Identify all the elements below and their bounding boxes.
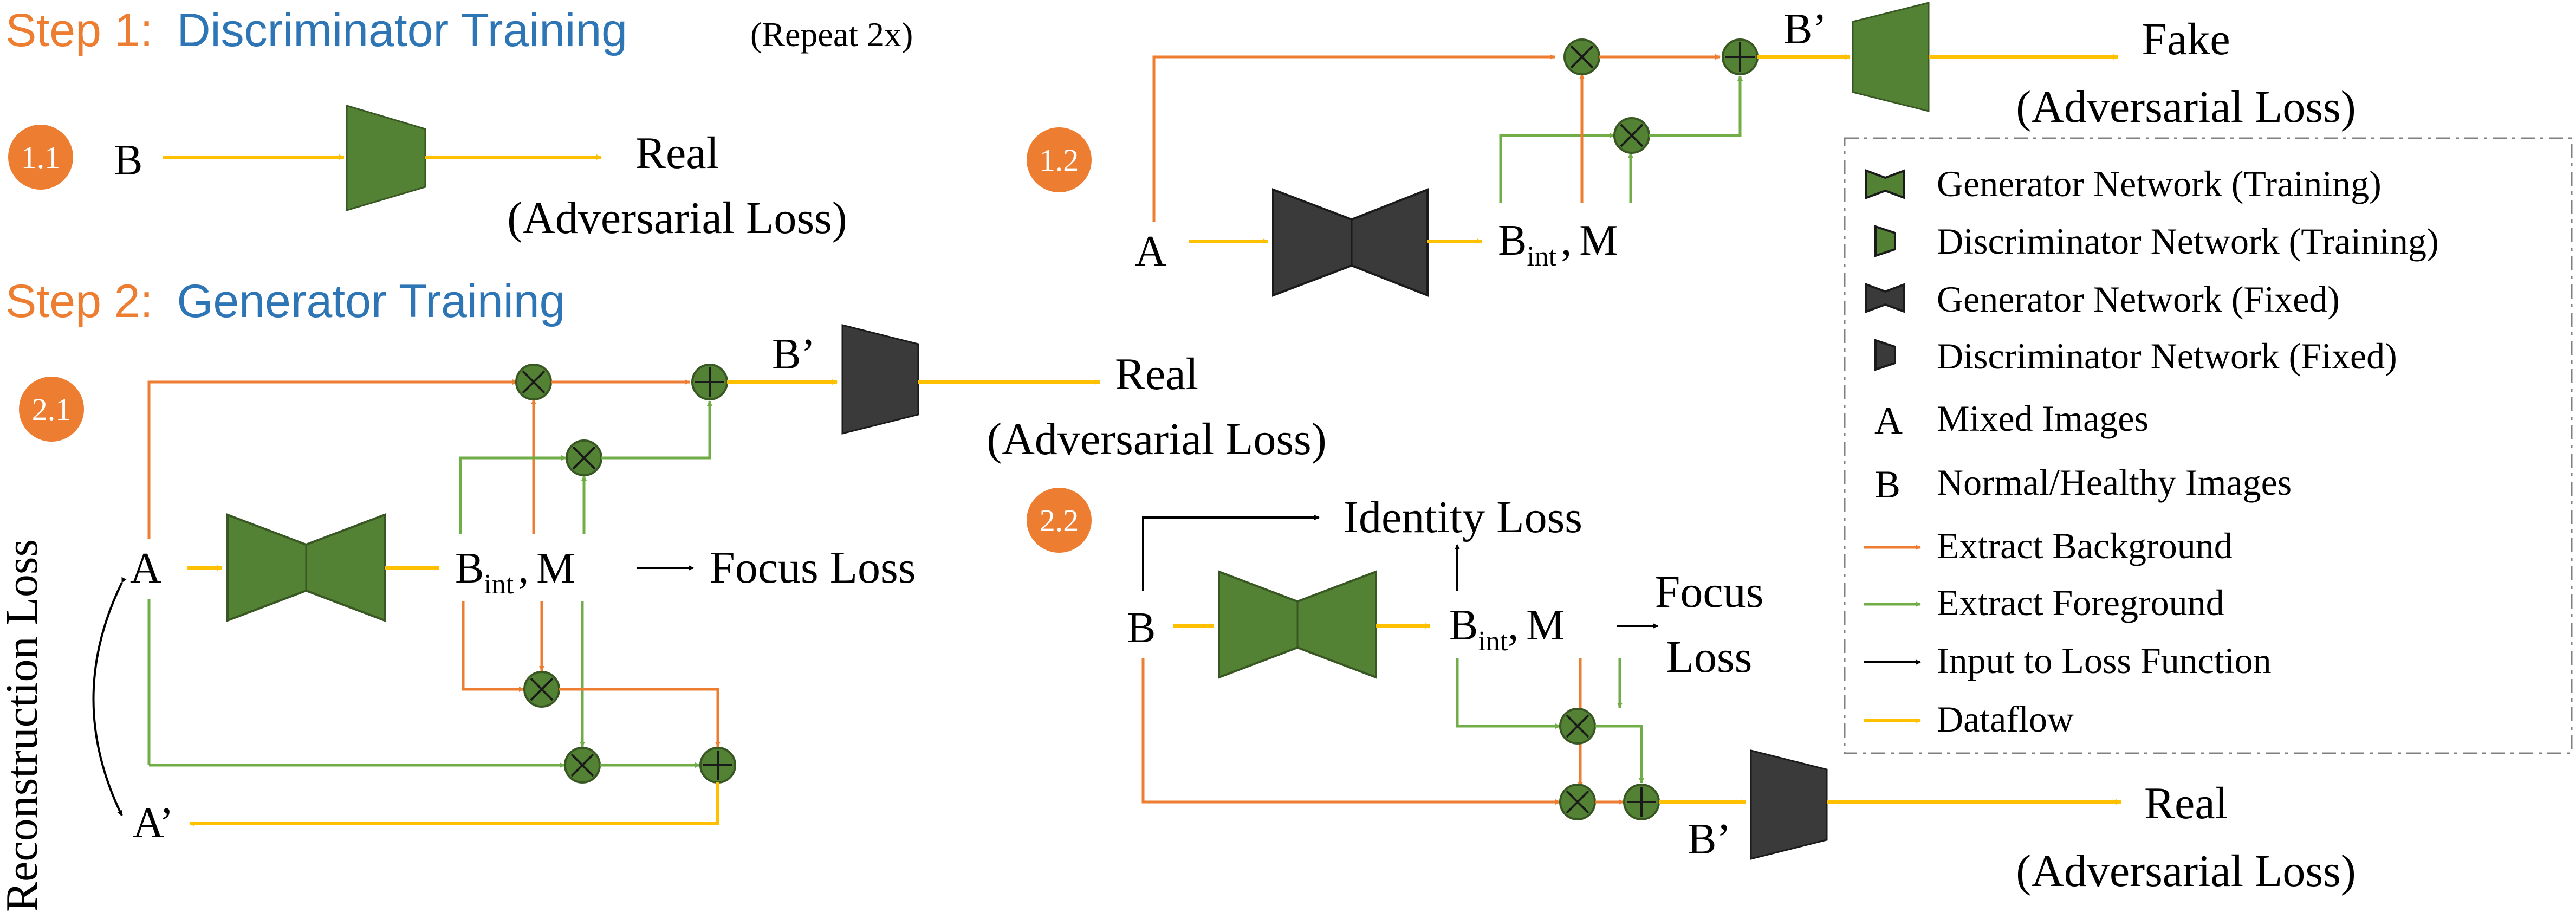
multiply-op-icon (564, 747, 601, 784)
legend-item-input-to-loss: Input to Loss Function (1864, 640, 2272, 681)
multiply-op-icon (523, 671, 560, 708)
a-prime-label: A’ (133, 799, 174, 847)
multiply-op-icon (1559, 708, 1596, 745)
legend-item-mixed-images: A Mixed Images (1874, 398, 2149, 442)
step2-header: Step 2: Generator Training (5, 275, 566, 327)
output-real: Real (1115, 349, 1198, 399)
reconstruction-loss-label: Reconstruction Loss (0, 539, 47, 912)
legend-item-discriminator-fixed: Discriminator Network (Fixed) (1874, 335, 2397, 377)
legend-item-extract-foreground: Extract Foreground (1864, 582, 2224, 623)
svg-text:Generator Network (Fixed): Generator Network (Fixed) (1937, 279, 2340, 320)
multiply-op-icon (1613, 117, 1650, 154)
b-prime-label: B’ (1688, 816, 1731, 863)
generator-icon (1272, 188, 1429, 297)
svg-text:Generator Network (Training): Generator Network (Training) (1937, 163, 2382, 204)
panel-2-2: B Identity Loss Bint,M Focus Loss (1127, 492, 2356, 896)
svg-text:B: B (1874, 463, 1900, 506)
svg-text:Mixed Images: Mixed Images (1937, 398, 2149, 439)
panel-1-2: A Bint,M B’ Fake (Adversarial Loss) (1135, 2, 2356, 297)
legend-border (1844, 137, 2573, 754)
step2-title: Generator Training (177, 275, 565, 327)
badge-2-1: 2.1 (19, 377, 84, 442)
legend: Generator Network (Training) Discriminat… (1844, 137, 2573, 754)
discriminator-icon (1852, 2, 1930, 112)
legend-item-dataflow: Dataflow (1864, 698, 2074, 740)
multiply-op-icon (515, 364, 552, 400)
legend-item-extract-background: Extract Background (1864, 525, 2233, 566)
input-a: A (130, 545, 161, 592)
panel-1-1: B Real (Adversarial Loss) (114, 104, 847, 243)
b-prime-label: B’ (772, 331, 815, 378)
focus-loss-label: Focus Loss (710, 542, 916, 593)
focus-label: Focus (1655, 567, 1764, 617)
discriminator-icon (1874, 339, 1896, 371)
add-op-icon (1722, 38, 1759, 75)
discriminator-icon (1750, 749, 1828, 860)
adversarial-loss-label: (Adversarial Loss) (2016, 846, 2356, 896)
svg-text:1.2: 1.2 (1040, 143, 1079, 178)
step1-header: Step 1: Discriminator Training (5, 4, 627, 56)
discriminator-icon (1874, 225, 1896, 257)
discriminator-icon (346, 104, 426, 212)
svg-text:Discriminator Network (Fixed): Discriminator Network (Fixed) (1937, 335, 2397, 377)
svg-text:2.1: 2.1 (32, 392, 72, 427)
svg-text:2.2: 2.2 (1040, 503, 1079, 538)
panel-2-1: A Bint,M Focus Loss B’ R (0, 324, 1327, 912)
adversarial-loss-label: (Adversarial Loss) (987, 414, 1326, 464)
add-op-icon (1623, 784, 1660, 820)
legend-item-discriminator-training: Discriminator Network (Training) (1874, 221, 2439, 262)
svg-text:Dataflow: Dataflow (1937, 698, 2074, 740)
input-b: B (1127, 604, 1156, 652)
svg-text:1.1: 1.1 (21, 140, 61, 175)
adversarial-loss-label: (Adversarial Loss) (2016, 82, 2356, 132)
svg-text:Extract Background: Extract Background (1937, 525, 2233, 566)
identity-loss-label: Identity Loss (1344, 492, 1582, 542)
multiply-op-icon (1559, 784, 1596, 820)
generator-icon (1865, 283, 1905, 313)
multiply-op-icon (1563, 38, 1600, 75)
add-op-icon (699, 747, 736, 784)
badge-1-1: 1.1 (8, 125, 73, 190)
legend-item-generator-training: Generator Network (Training) (1865, 163, 2382, 204)
legend-item-normal-images: B Normal/Healthy Images (1874, 462, 2292, 506)
loss-label: Loss (1666, 632, 1753, 682)
discriminator-icon (841, 324, 919, 435)
step1-title: Discriminator Training (177, 4, 627, 56)
input-b: B (114, 137, 142, 184)
adversarial-loss-label: (Adversarial Loss) (507, 193, 847, 243)
badge-1-2: 1.2 (1027, 127, 1092, 192)
svg-text:Discriminator Network (Trainin: Discriminator Network (Training) (1937, 221, 2439, 262)
output-real: Real (2144, 778, 2228, 829)
generator-icon (1865, 169, 1905, 199)
svg-text:Normal/Healthy Images: Normal/Healthy Images (1937, 462, 2292, 503)
multiply-op-icon (566, 439, 602, 476)
badge-2-2: 2.2 (1027, 488, 1092, 553)
step1-note: (Repeat 2x) (750, 15, 913, 54)
svg-text:A: A (1874, 399, 1903, 442)
output-fake: Fake (2142, 14, 2230, 64)
svg-text:Extract Foreground: Extract Foreground (1937, 582, 2224, 623)
step2-prefix: Step 2: (5, 275, 153, 327)
add-op-icon (691, 364, 728, 400)
legend-item-generator-fixed: Generator Network (Fixed) (1865, 279, 2340, 320)
reconstruction-loss-arrow (92, 577, 127, 816)
output-real: Real (635, 128, 719, 178)
b-int-label: Bint,M (1498, 217, 1618, 272)
input-a: A (1135, 228, 1166, 275)
b-int-label: Bint,M (455, 545, 575, 600)
step1-prefix: Step 1: (5, 4, 153, 56)
b-prime-label: B’ (1783, 5, 1827, 53)
svg-text:Input to Loss Function: Input to Loss Function (1937, 640, 2272, 681)
b-int-label: Bint,M (1449, 601, 1565, 657)
